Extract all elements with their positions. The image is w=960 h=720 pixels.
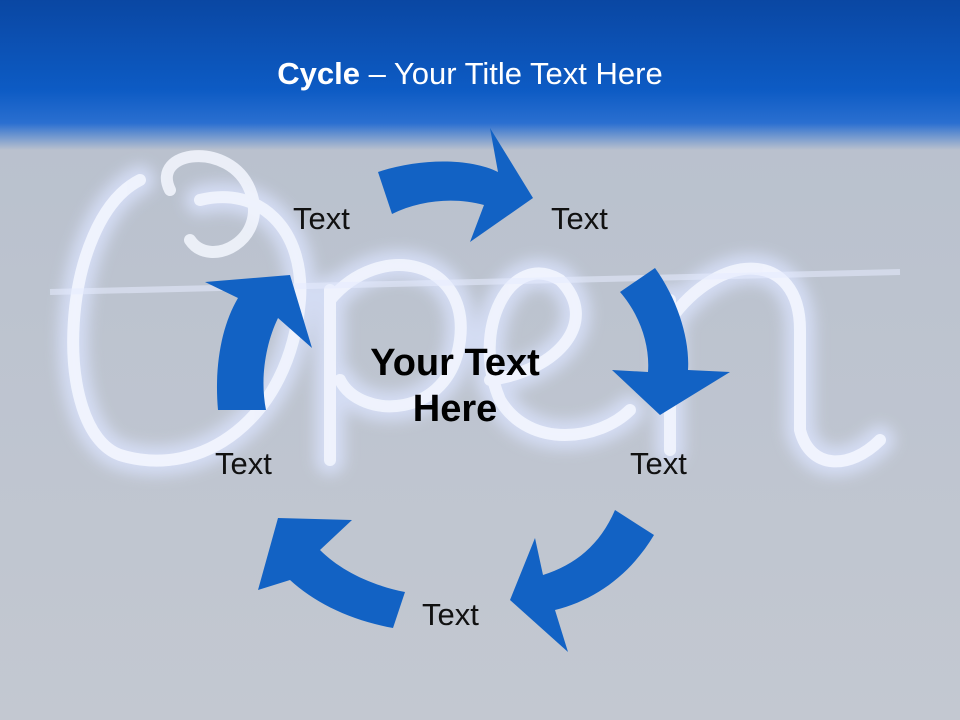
center-text-line-1: Your Text: [370, 342, 540, 384]
center-text: Your Text Here: [330, 340, 580, 432]
center-text-line-2: Here: [412, 388, 498, 430]
step-label-2: Text: [551, 201, 608, 236]
title-rest: – Your Title Text Here: [360, 56, 663, 91]
step-label-1: Text: [293, 201, 350, 236]
header-bar: [0, 0, 960, 150]
cycle-arrow-3: [510, 510, 654, 652]
step-label-3: Text: [630, 446, 687, 481]
cycle-arrow-5: [205, 275, 312, 410]
cycle-arrow-4: [258, 518, 405, 628]
cycle-arrow-1: [378, 128, 533, 242]
title-bold: Cycle: [277, 56, 360, 91]
step-label-5: Text: [215, 446, 272, 481]
step-label-4: Text: [422, 597, 479, 632]
slide-title: Cycle – Your Title Text Here: [0, 56, 940, 92]
cycle-arrow-2: [612, 268, 730, 415]
